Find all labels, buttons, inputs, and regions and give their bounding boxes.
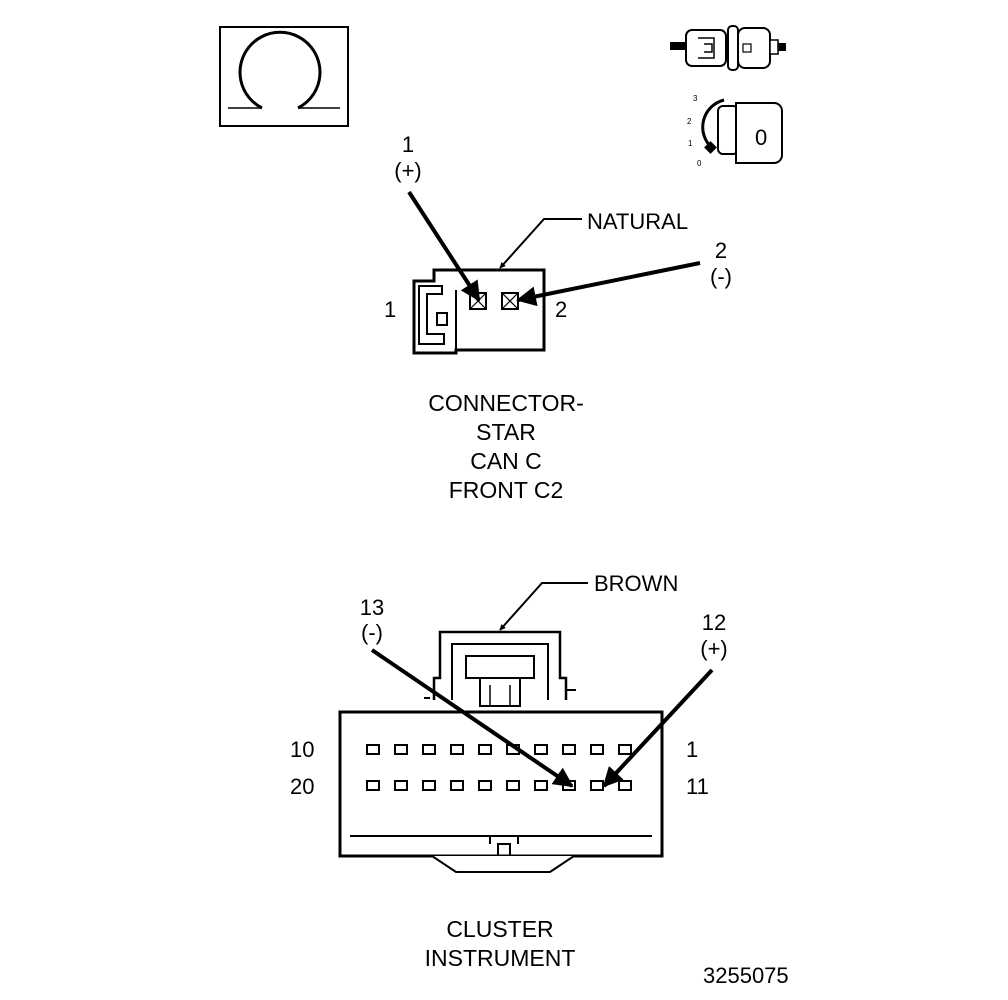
pin1-number-label: 1 <box>401 132 415 157</box>
pin13-polarity-label: (-) <box>361 620 383 645</box>
pin-cavity <box>618 744 632 755</box>
pin-cavity <box>366 744 380 755</box>
svg-text:3: 3 <box>693 94 698 103</box>
pin-cavity <box>422 780 436 791</box>
pin-cavity <box>450 744 464 755</box>
row-label-top-right: 1 <box>686 737 699 762</box>
pin-cavity <box>562 744 576 755</box>
svg-text:0: 0 <box>697 159 702 168</box>
connector-caption: CLUSTER INSTRUMENT <box>424 916 576 971</box>
figure-number: 3255075 <box>703 963 789 988</box>
pin12-polarity-label: (+) <box>700 636 728 661</box>
pin-cavity <box>366 780 380 791</box>
pin-cavity <box>394 744 408 755</box>
row-label-bottom-right: 11 <box>686 774 709 799</box>
row-label-top-left: 10 <box>290 737 315 762</box>
svg-text:0: 0 <box>755 125 767 150</box>
pin-cavity <box>394 780 408 791</box>
connector-star-can-c-front-c2 <box>407 190 701 355</box>
svg-text:1: 1 <box>688 139 693 148</box>
pin-cavity <box>506 780 520 791</box>
pin-cavity <box>478 744 492 755</box>
disconnected-connector-icon <box>670 25 786 71</box>
pin2-polarity-label: (-) <box>710 264 732 289</box>
pin12-number-label: 12 <box>701 610 727 635</box>
pin-cavity <box>478 780 492 791</box>
ignition-key-off-icon: 0 3 2 1 0 <box>687 94 783 168</box>
pin-cavity <box>618 780 632 791</box>
pin-cavity <box>590 780 604 791</box>
cavity-pin-2 <box>501 292 519 310</box>
ohmmeter-symbol-icon <box>219 26 349 127</box>
connector-cluster-instrument <box>338 582 714 873</box>
pin-row-top <box>366 744 632 755</box>
pin-cavity <box>422 744 436 755</box>
connector-side-label-right: 2 <box>555 297 568 322</box>
pin1-polarity-label: (+) <box>394 158 422 183</box>
svg-text:2: 2 <box>687 117 692 126</box>
row-label-bottom-left: 20 <box>290 774 315 799</box>
pin-cavity <box>534 744 548 755</box>
connector-color-label: NATURAL <box>587 209 689 234</box>
pin13-number-label: 13 <box>359 595 385 620</box>
pin-cavity <box>450 780 464 791</box>
connector-caption: CONNECTOR- STAR CAN C FRONT C2 <box>428 390 584 503</box>
connector-side-label-left: 1 <box>384 297 397 322</box>
pin-cavity <box>534 780 548 791</box>
pin-cavity <box>590 744 604 755</box>
pin2-number-label: 2 <box>714 238 728 263</box>
connector-color-label: BROWN <box>594 571 679 596</box>
